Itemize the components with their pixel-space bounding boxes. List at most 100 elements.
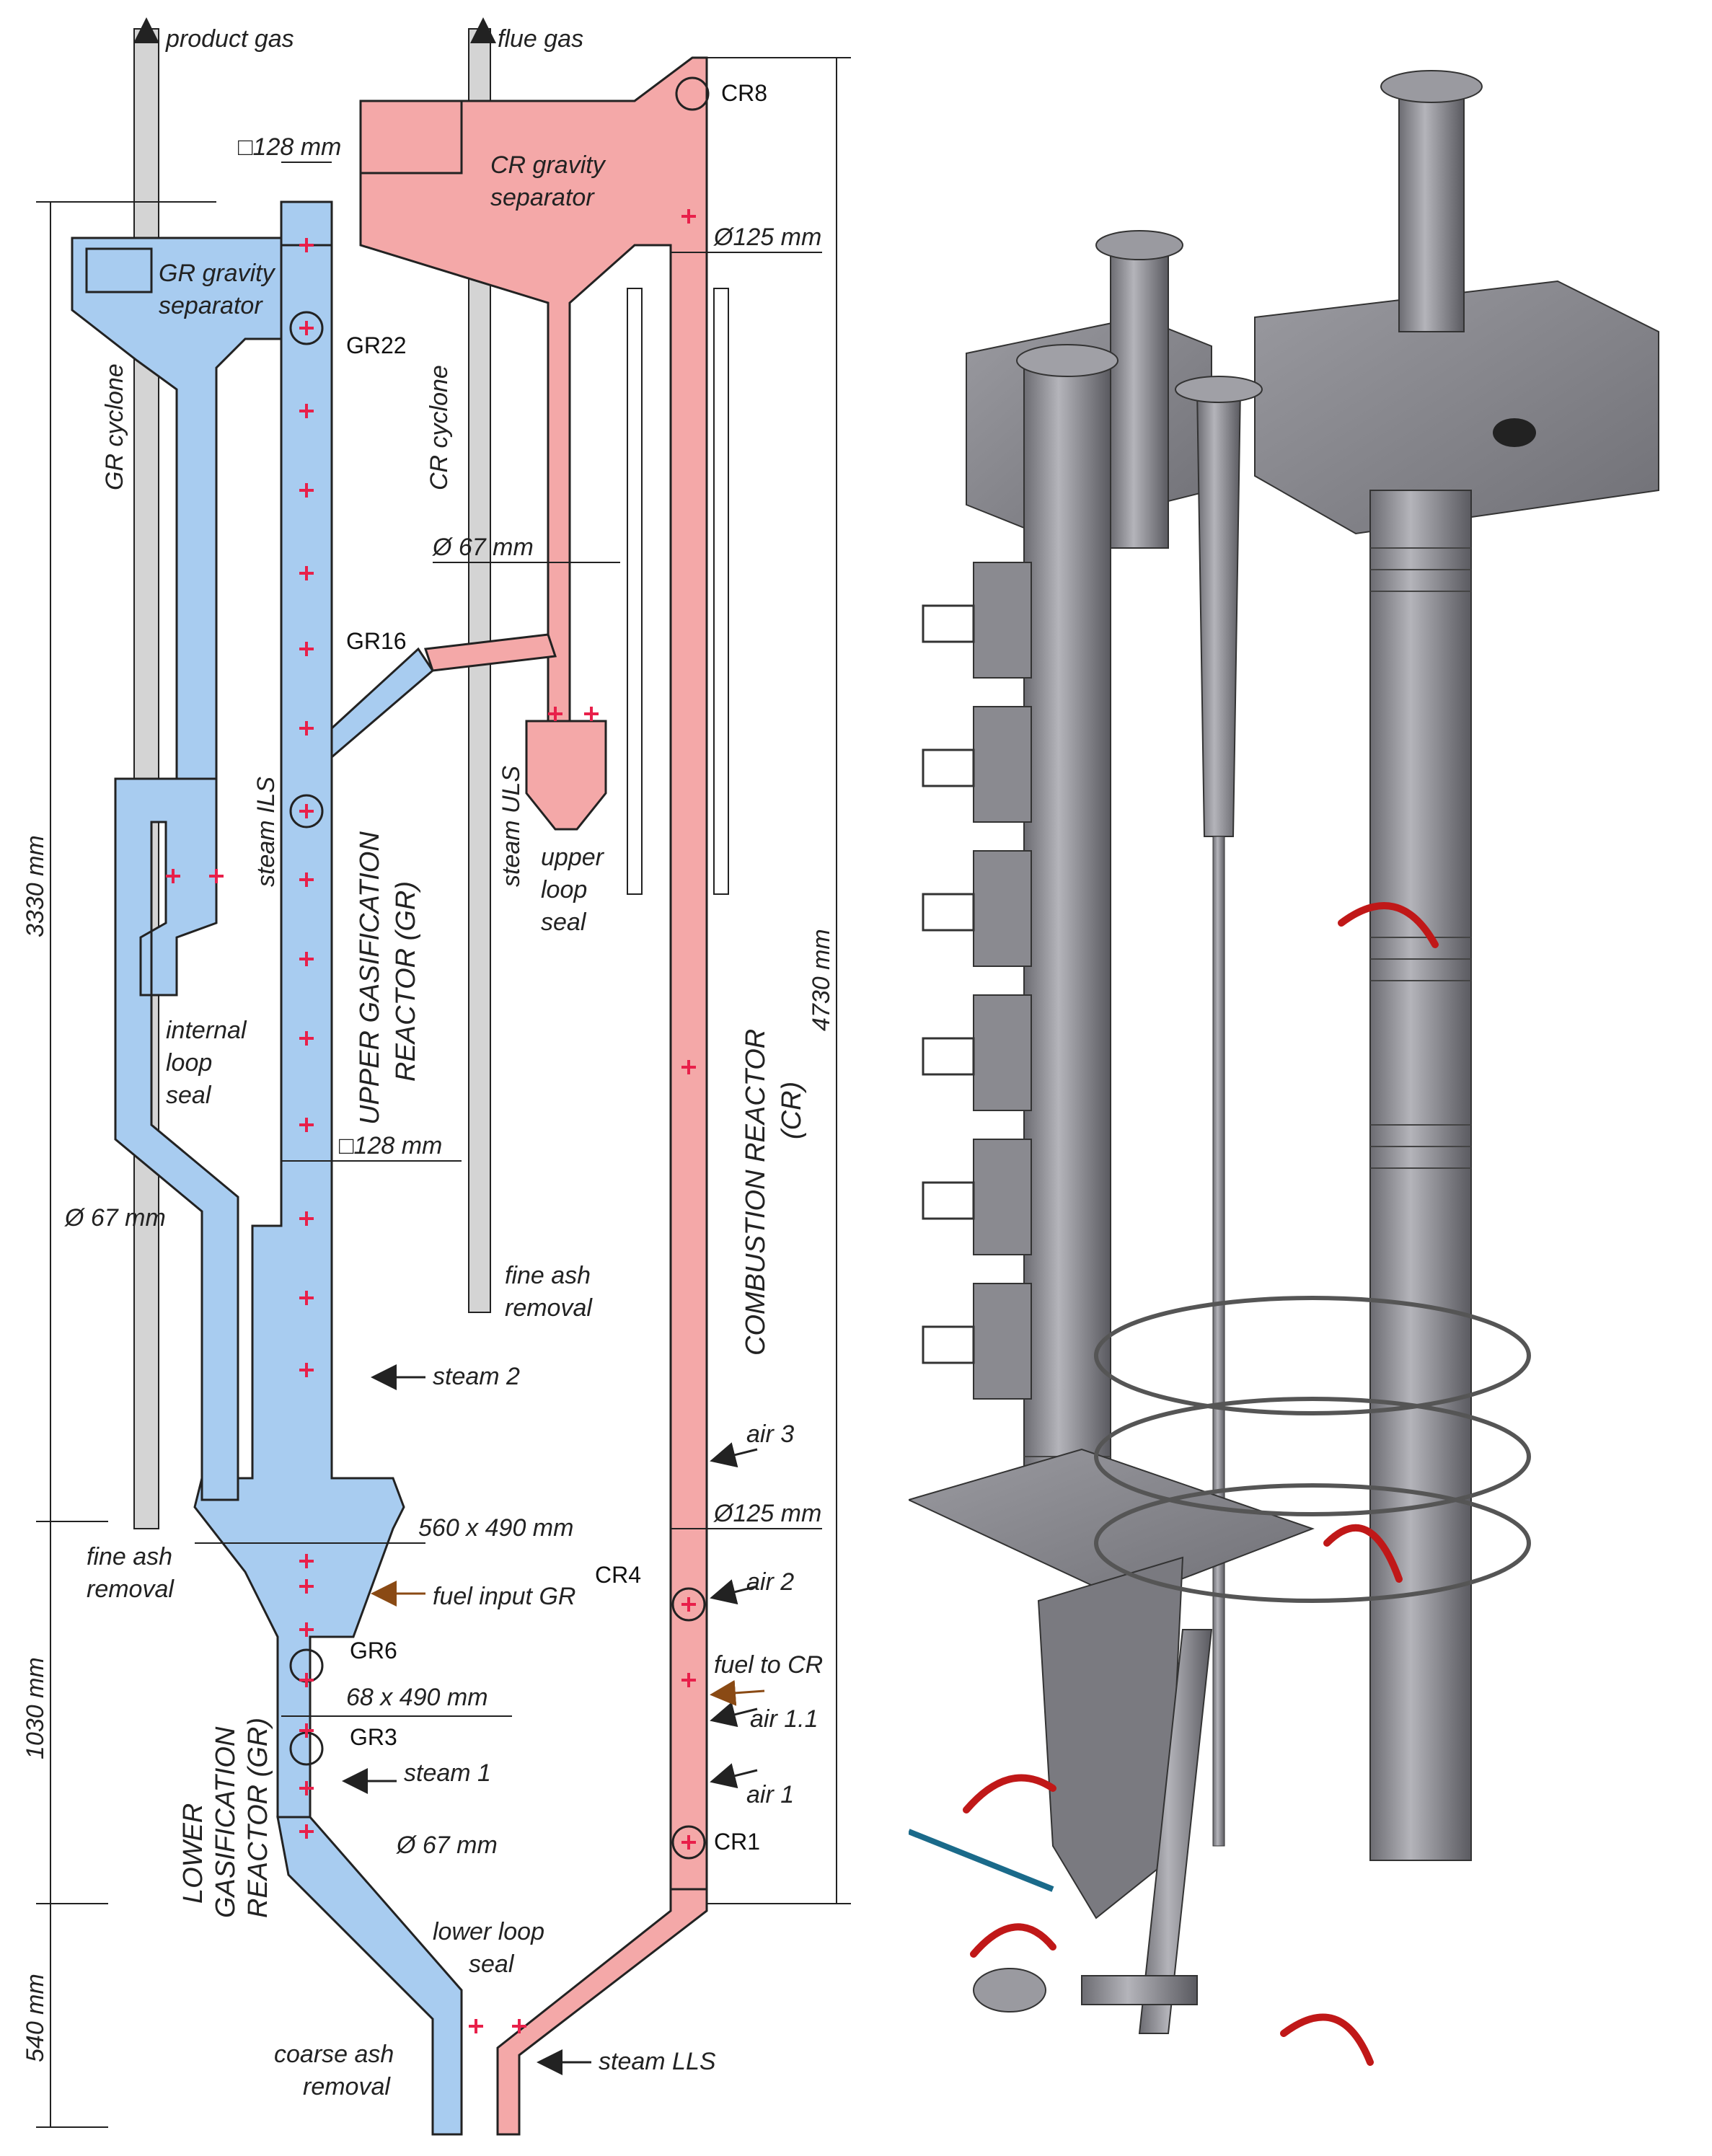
gr-separator-housing — [1254, 280, 1659, 535]
support-frame — [1094, 1296, 1531, 1603]
gr-column-flange — [1016, 344, 1118, 377]
measurement-point — [299, 804, 314, 818]
lance-port-plate — [973, 994, 1032, 1111]
steam-uls-label: steam ULS — [498, 766, 525, 887]
cr-separator-box — [359, 100, 463, 174]
lance-port-plate — [973, 1139, 1032, 1255]
height-4730-label: 4730 mm — [808, 929, 835, 1031]
measurement-point — [209, 869, 224, 883]
steam-ils-label: steam ILS — [252, 777, 280, 887]
upper-gr-label-2: REACTOR (GR) — [391, 881, 421, 1082]
steam2-label: steam 2 — [433, 1363, 520, 1390]
gr-gravity-separator-label-1: GR gravity — [159, 260, 276, 287]
fuel-arrows — [371, 1581, 765, 1706]
product-gas-stack — [1110, 244, 1169, 549]
measurement-point — [166, 869, 180, 883]
measurement-point — [299, 1118, 314, 1132]
port-circles — [289, 76, 710, 1860]
measurement-point — [299, 1723, 314, 1738]
measurement-point — [299, 642, 314, 656]
lance-holder — [922, 893, 975, 932]
upper-gr-label-1: UPPER GASIFICATION — [355, 831, 385, 1125]
measurement-point — [512, 2019, 526, 2033]
air2-label: air 2 — [746, 1568, 794, 1596]
measurement-point — [299, 1363, 314, 1377]
upper-loop-seal-label-2: loop — [541, 876, 587, 904]
cyclone-flange — [1175, 376, 1263, 403]
lower-reactor-hopper — [1037, 1556, 1184, 1919]
dia67-upper-label: Ø 67 mm — [432, 534, 534, 561]
dimension-lines — [36, 57, 851, 2128]
measurement-point — [548, 707, 562, 721]
height-540-label: 540 mm — [22, 1974, 49, 2062]
lower-gr-label-2: GASIFICATION — [211, 1726, 241, 1918]
cr-column — [1369, 490, 1472, 1861]
lance-holder — [922, 1325, 975, 1364]
flue-gas-label: flue gas — [498, 25, 583, 53]
dfb-schematic: product gas flue gas □128 mm GR gravity … — [22, 17, 851, 2136]
fine-ash-left-label-2: removal — [87, 1576, 175, 1603]
product-gas-flange — [1095, 230, 1183, 260]
lance-holder — [922, 1037, 975, 1076]
gr-top-dimension: □128 mm — [238, 133, 341, 161]
measurement-point — [681, 209, 696, 224]
cr-top-diameter: Ø125 mm — [713, 224, 821, 251]
cr4-label: CR4 — [595, 1562, 641, 1588]
lower-loop-seal-label-1: lower loop — [433, 1918, 544, 1945]
measurement-point — [299, 721, 314, 735]
upper-loop-seal-label-3: seal — [541, 909, 587, 936]
measurement-point — [681, 1835, 696, 1850]
measurement-point — [299, 1824, 314, 1839]
fine-ash-left-label-1: fine ash — [87, 1543, 172, 1570]
lance-port-plate — [973, 562, 1032, 679]
measurement-markers — [166, 209, 696, 2033]
measurement-point — [299, 1579, 314, 1594]
air3-label: air 3 — [746, 1421, 794, 1448]
gasification-reactor — [71, 200, 463, 2136]
air11-label: air 1.1 — [750, 1705, 819, 1733]
gr22-label: GR22 — [346, 332, 407, 358]
measurement-point — [299, 238, 314, 252]
fuel-input-gr-label: fuel input GR — [433, 1583, 575, 1610]
red-hoses — [963, 902, 1439, 2066]
steam-lls-label: steam LLS — [599, 2048, 716, 2075]
cyclone-dip-leg — [1212, 836, 1225, 1847]
air1-label: air 1 — [746, 1781, 794, 1808]
lance-holder — [922, 604, 975, 643]
measurement-point — [299, 872, 314, 887]
measurement-point — [299, 404, 314, 418]
measurement-point — [469, 2019, 483, 2033]
lance-holder — [922, 1181, 975, 1220]
internal-loop-seal-label-3: seal — [166, 1082, 212, 1109]
coarse-ash-label-1: coarse ash — [274, 2041, 394, 2068]
measurement-point — [299, 952, 314, 966]
lower-gr-label-3: REACTOR (GR) — [243, 1718, 273, 1918]
combustion-reactor-label-1: COMBUSTION REACTOR — [741, 1029, 771, 1356]
gr-separator-box — [85, 247, 153, 293]
lance-port-plate — [973, 706, 1032, 823]
measurement-point — [299, 1554, 314, 1568]
measurement-point — [299, 1291, 314, 1305]
flue-gas-stack — [1398, 86, 1465, 332]
gr-column — [1023, 360, 1111, 1515]
gr-mid-dimension: □128 mm — [339, 1132, 442, 1159]
dia67-lower-label: Ø 67 mm — [396, 1832, 498, 1859]
gr3-label: GR3 — [350, 1724, 397, 1750]
combustion-reactor — [359, 56, 708, 2136]
measurement-point — [299, 1673, 314, 1687]
measurement-point — [299, 1211, 314, 1226]
cr-gravity-separator-label-2: separator — [490, 184, 595, 211]
internal-loop-seal-label-2: loop — [166, 1049, 212, 1077]
flow-arrows — [133, 17, 758, 2075]
measurement-point — [299, 1781, 314, 1795]
measurement-point — [681, 1597, 696, 1612]
lance-port-plate — [973, 1283, 1032, 1400]
measurement-point — [299, 566, 314, 580]
combustion-reactor-label-2: (CR) — [777, 1082, 807, 1139]
lance-holder — [922, 748, 975, 787]
stack-flange — [1380, 70, 1483, 103]
housing-port — [1493, 418, 1536, 447]
fuel-to-cr-label: fuel to CR — [714, 1651, 823, 1679]
upper-loop-seal-label-1: upper — [541, 844, 605, 871]
cr1-label: CR1 — [714, 1829, 760, 1855]
